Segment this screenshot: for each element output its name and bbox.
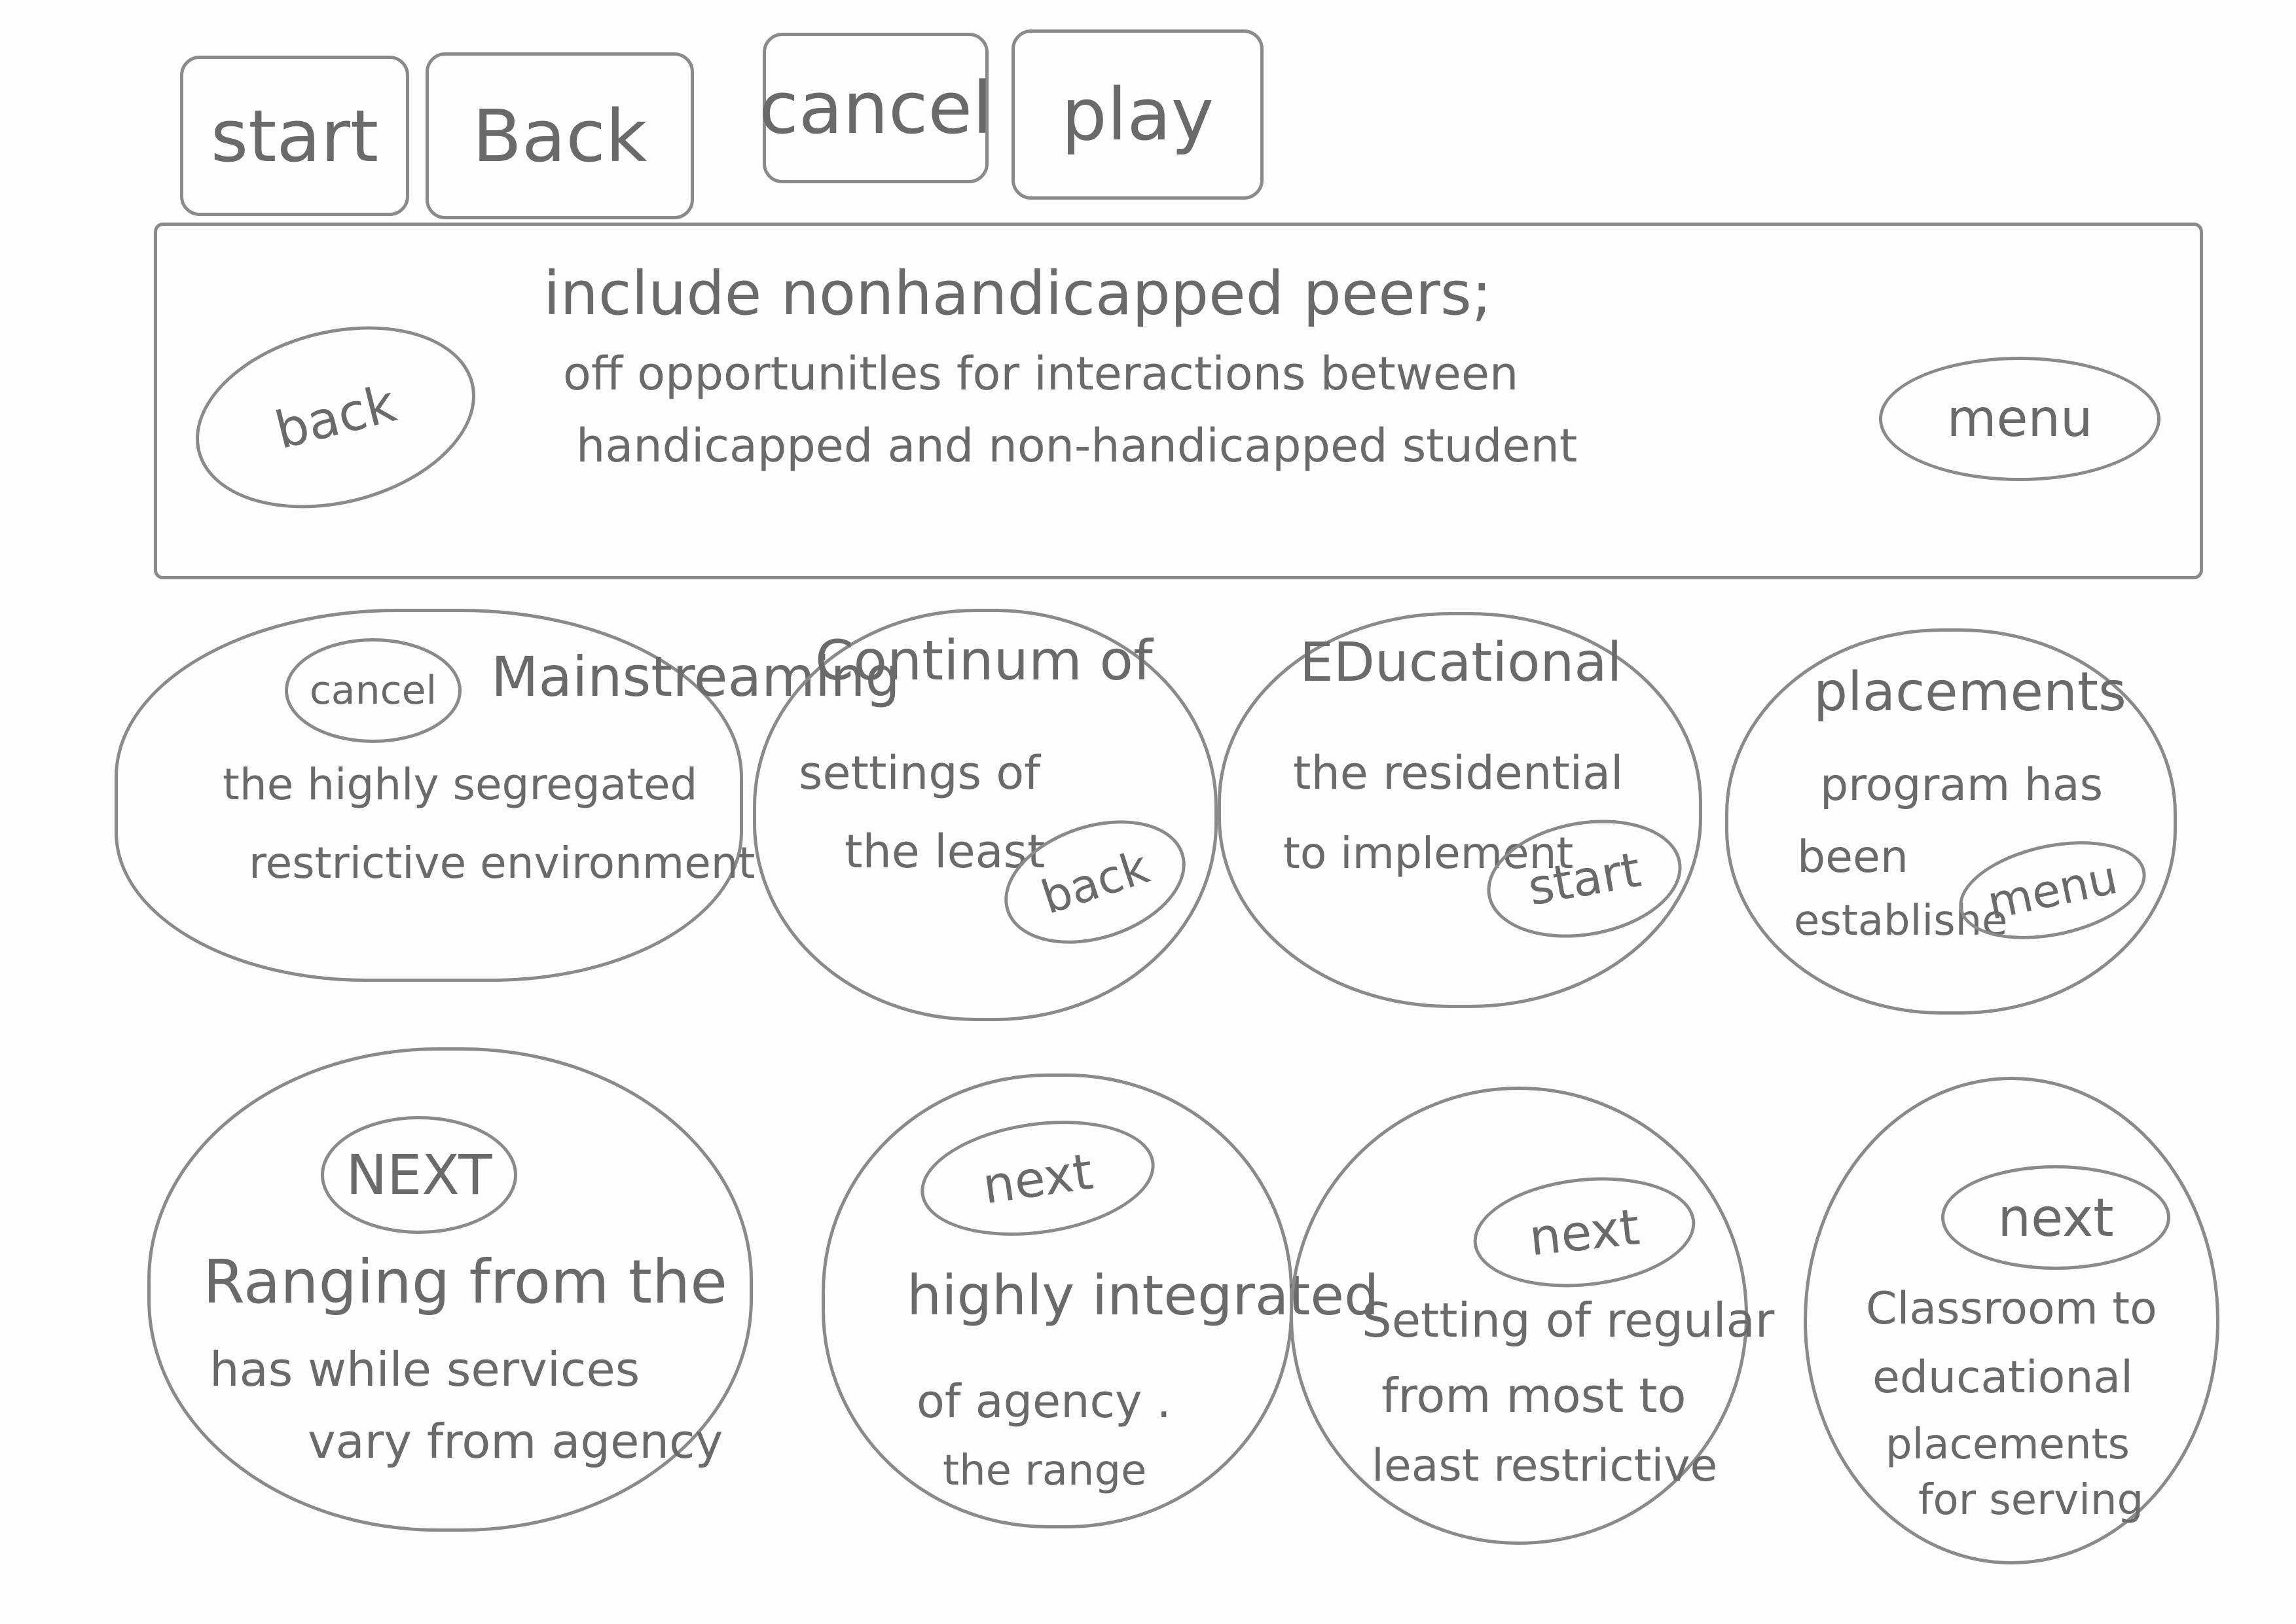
banner-menu-button[interactable]: menu xyxy=(1879,357,2160,481)
card1-line-2: restrictive environment xyxy=(249,838,756,888)
card8-line-1: Classroom to xyxy=(1866,1283,2157,1335)
card1-cancel-label: cancel xyxy=(309,668,437,713)
card4-line-2: been xyxy=(1797,831,1908,883)
card4-menu-label: menu xyxy=(1982,850,2123,930)
card-setting[interactable] xyxy=(1290,1087,1748,1545)
card3-line-2: to implement xyxy=(1283,828,1574,878)
card5-line-1: Ranging from the xyxy=(203,1247,727,1317)
card-classroom[interactable] xyxy=(1804,1077,2219,1564)
card8-next-button[interactable]: next xyxy=(1941,1165,2170,1270)
play-button[interactable]: play xyxy=(1011,29,1264,200)
card4-title: placements xyxy=(1813,661,2126,723)
card1-cancel-button[interactable]: cancel xyxy=(285,638,462,743)
card2-line-1: settings of xyxy=(799,746,1040,800)
card8-line-3: placements xyxy=(1886,1420,2130,1469)
card-educational[interactable] xyxy=(1218,612,1702,1008)
start-button-label: start xyxy=(210,94,379,178)
card-mainstreaming[interactable] xyxy=(115,609,743,982)
card7-next-label: next xyxy=(1526,1197,1643,1267)
card5-line-2: has while services xyxy=(210,1342,640,1397)
banner-back-label: back xyxy=(269,374,402,461)
card5-next-label: NEXT xyxy=(346,1143,492,1207)
card2-title: Continum of xyxy=(815,628,1153,693)
card8-line-4: for serving xyxy=(1918,1476,2144,1525)
play-button-label: play xyxy=(1061,73,1214,156)
card1-line-1: the highly segregated xyxy=(223,759,698,810)
card-placements[interactable] xyxy=(1725,628,2177,1015)
card3-start-label: start xyxy=(1523,841,1645,916)
back-button[interactable]: Back xyxy=(426,52,694,219)
card8-line-2: educational xyxy=(1872,1352,2133,1403)
card4-line-1: program has xyxy=(1820,759,2104,811)
start-button[interactable]: start xyxy=(180,56,409,216)
card7-line-1: Setting of regular xyxy=(1362,1293,1775,1348)
banner-menu-label: menu xyxy=(1946,389,2093,448)
banner-line-1: off opportunitles for interactions betwe… xyxy=(563,347,1519,401)
card6-line-3: the range xyxy=(943,1447,1147,1495)
card6-line-2: of agency . xyxy=(917,1375,1171,1428)
card3-line-1: the residential xyxy=(1293,746,1624,800)
cancel-button-label: cancel xyxy=(759,66,993,150)
card7-line-2: from most to xyxy=(1381,1368,1686,1423)
card7-line-3: least restrictive xyxy=(1372,1440,1718,1492)
info-banner xyxy=(154,223,2203,579)
back-button-label: Back xyxy=(472,94,647,178)
card8-next-label: next xyxy=(1997,1187,2114,1248)
cancel-button[interactable]: cancel xyxy=(759,33,993,183)
card2-back-label: back xyxy=(1034,839,1156,925)
banner-line-2: handicapped and non-handicapped student xyxy=(576,419,1578,473)
card5-next-button[interactable]: NEXT xyxy=(321,1116,517,1234)
card-continuum[interactable] xyxy=(753,609,1218,1021)
card5-line-3: vary from agency xyxy=(308,1414,723,1469)
card2-line-2: the least xyxy=(845,825,1046,878)
card3-title: EDucational xyxy=(1300,632,1622,694)
card4-line-3: establishe xyxy=(1794,897,2008,945)
card6-next-label: next xyxy=(979,1142,1097,1215)
card-ranging[interactable] xyxy=(147,1047,753,1532)
banner-title: include nonhandicapped peers; xyxy=(543,259,1492,329)
